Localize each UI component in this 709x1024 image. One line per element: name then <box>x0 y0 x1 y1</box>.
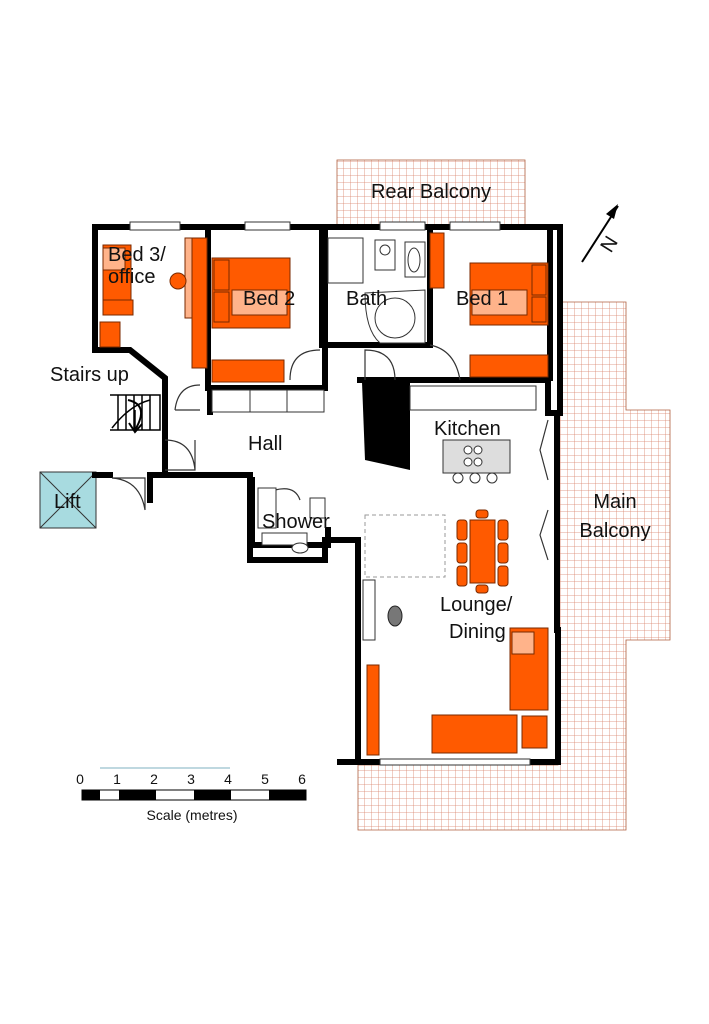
scale-tick: 1 <box>113 771 121 787</box>
stairs-arrow-icon <box>127 399 143 434</box>
window <box>449 221 501 231</box>
window <box>129 221 181 231</box>
label-bed3-line2: office <box>108 266 155 288</box>
kitchen-bench <box>362 382 410 470</box>
label-hall: Hall <box>248 433 282 455</box>
scale-tick: 3 <box>187 771 195 787</box>
scale-caption: Scale (metres) <box>146 807 237 823</box>
rear-balcony-area <box>336 159 526 227</box>
label-stairs: Stairs up <box>50 364 129 386</box>
label-rear-balcony: Rear Balcony <box>371 181 491 203</box>
label-lounge-line1: Lounge/ <box>440 594 513 616</box>
label-shower: Shower <box>262 511 330 533</box>
scale-tick: 5 <box>261 771 269 787</box>
label-main-balcony-line2: Balcony <box>579 520 650 542</box>
label-bath: Bath <box>346 288 387 310</box>
label-bed3-line1: Bed 3/ <box>108 244 166 266</box>
fireplace <box>387 605 403 627</box>
staircase <box>110 394 161 431</box>
label-kitchen: Kitchen <box>434 418 501 440</box>
window <box>244 221 291 231</box>
scale-bar <box>81 767 307 801</box>
sofa-bottom <box>431 714 518 754</box>
label-lift: Lift <box>54 491 81 513</box>
scale-tick: 6 <box>298 771 306 787</box>
window <box>379 221 426 231</box>
kitchen-island <box>442 439 511 474</box>
label-main-balcony-line1: Main <box>593 491 636 513</box>
window <box>379 758 531 766</box>
compass-label: N <box>597 232 623 256</box>
scale-tick: 0 <box>76 771 84 787</box>
dining-table <box>469 519 496 584</box>
label-bed2: Bed 2 <box>243 288 295 310</box>
label-lounge-line2: Dining <box>449 621 506 643</box>
scale-tick: 2 <box>150 771 158 787</box>
scale-tick: 4 <box>224 771 232 787</box>
label-bed1: Bed 1 <box>456 288 508 310</box>
north-arrow-icon <box>581 204 619 263</box>
